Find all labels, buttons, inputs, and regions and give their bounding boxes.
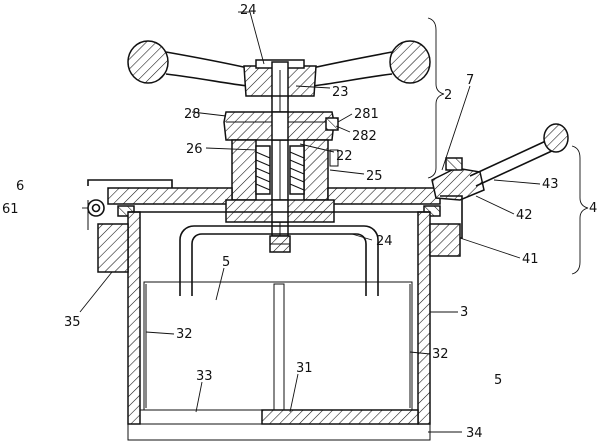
lever-nut bbox=[445, 157, 463, 171]
bolt-281 bbox=[325, 117, 339, 131]
label-26: 26 bbox=[186, 142, 203, 157]
bracket-6 bbox=[87, 179, 173, 188]
hinge-61 bbox=[87, 199, 105, 217]
partition-31 bbox=[273, 283, 285, 411]
label-31: 31 bbox=[296, 361, 313, 376]
label-42: 42 bbox=[516, 208, 533, 223]
group-4-brace bbox=[571, 145, 589, 275]
label-23: 23 bbox=[332, 85, 349, 100]
label-22: 22 bbox=[336, 149, 353, 164]
inner-liner-32 bbox=[143, 281, 413, 411]
side-block-right bbox=[429, 223, 461, 257]
handwheel-right-knob bbox=[389, 40, 431, 84]
lid-right bbox=[327, 187, 441, 205]
vessel-right-wall bbox=[417, 211, 431, 425]
label-34: 34 bbox=[466, 426, 483, 441]
left-spoke-lower bbox=[165, 73, 249, 87]
bottom-plate-33 bbox=[139, 409, 263, 425]
leader-lines bbox=[79, 11, 541, 433]
label-41: 41 bbox=[522, 252, 539, 267]
side-block-35 bbox=[97, 223, 129, 273]
handwheel bbox=[127, 40, 431, 99]
label-25: 25 bbox=[366, 169, 383, 184]
label-61: 61 bbox=[2, 202, 19, 217]
label-7: 7 bbox=[466, 73, 474, 88]
label-2: 2 bbox=[444, 88, 452, 103]
tab-25 bbox=[329, 149, 339, 167]
base-34 bbox=[127, 423, 431, 441]
label-35: 35 bbox=[64, 315, 81, 330]
packing-left bbox=[255, 145, 271, 195]
label-24-mid: 24 bbox=[376, 234, 393, 249]
lid-left bbox=[107, 187, 233, 205]
vessel-left-wall bbox=[127, 211, 141, 425]
label-32-left: 32 bbox=[176, 327, 193, 342]
label-281: 281 bbox=[354, 107, 379, 122]
housing-right-wall bbox=[303, 139, 329, 201]
packing-right bbox=[289, 145, 305, 195]
left-spoke-upper bbox=[165, 51, 249, 69]
lid-cover bbox=[87, 179, 441, 230]
label-28: 28 bbox=[184, 107, 201, 122]
right-spoke-upper bbox=[311, 51, 393, 69]
label-5-left: 5 bbox=[222, 255, 230, 270]
callout-labels: 24 2 7 23 28 281 282 26 22 25 6 43 61 42… bbox=[2, 3, 597, 441]
lever-knob-43 bbox=[543, 123, 569, 153]
pressure-plate bbox=[179, 225, 379, 296]
label-5-right: 5 bbox=[494, 373, 502, 388]
label-33: 33 bbox=[196, 369, 213, 384]
right-spoke-lower bbox=[311, 73, 393, 87]
clamp-lever bbox=[430, 123, 569, 239]
label-282: 282 bbox=[352, 129, 377, 144]
handwheel-left-knob bbox=[127, 40, 169, 84]
label-3: 3 bbox=[460, 305, 468, 320]
sleeve-housing bbox=[231, 139, 339, 201]
label-32-right: 32 bbox=[432, 347, 449, 362]
label-43: 43 bbox=[542, 177, 559, 192]
seal-right bbox=[423, 205, 441, 217]
vessel-body bbox=[97, 211, 461, 441]
label-6: 6 bbox=[16, 179, 24, 194]
seal-left bbox=[117, 205, 135, 217]
label-24-top: 24 bbox=[240, 3, 257, 18]
bottom-plate-right bbox=[261, 409, 419, 425]
label-4: 4 bbox=[589, 201, 597, 216]
flange-nut bbox=[223, 111, 339, 141]
group-2-brace bbox=[427, 17, 445, 179]
